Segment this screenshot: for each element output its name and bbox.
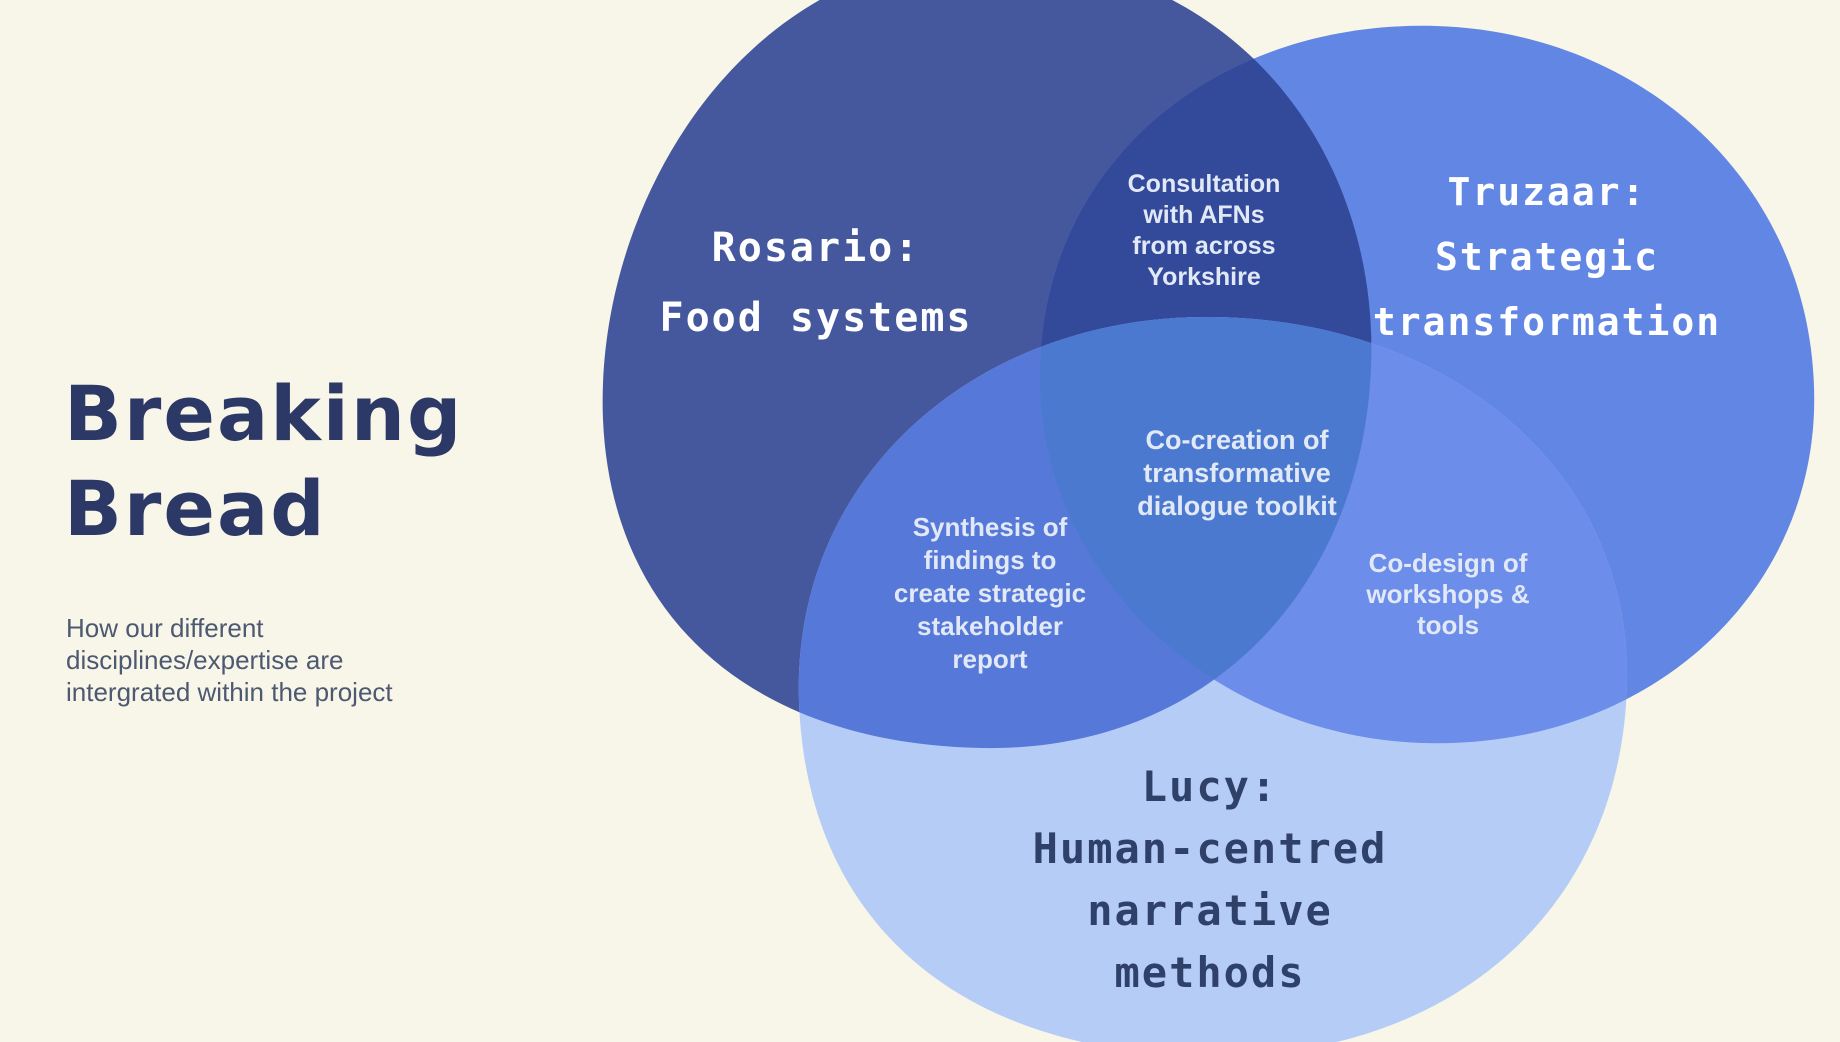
label-rosario: Rosario: Food systems bbox=[660, 213, 973, 353]
label-lucy-line: Lucy: bbox=[1141, 762, 1279, 811]
label-overlap-center: Co-creation of transformative dialogue t… bbox=[1137, 424, 1337, 523]
label-overlap-truzaar-lucy: Co-design of workshops & tools bbox=[1366, 548, 1529, 641]
label-rosario-line: Food systems bbox=[659, 295, 973, 341]
label-truzaar-line: Truzaar: bbox=[1447, 170, 1647, 214]
overlap-label-line: Co-creation of bbox=[1145, 425, 1329, 455]
overlap-label-line: create strategic bbox=[893, 578, 1087, 608]
label-overlap-rosario-lucy: Synthesis of findings to create strategi… bbox=[894, 511, 1086, 676]
overlap-label-line: Synthesis of bbox=[912, 512, 1068, 542]
overlap-label-line: transformative bbox=[1143, 458, 1331, 488]
label-lucy: Lucy: Human-centred narrative methods bbox=[1033, 756, 1388, 1004]
overlap-label-line: Yorkshire bbox=[1147, 263, 1261, 291]
page-subtitle: How our different disciplines/expertise … bbox=[66, 612, 393, 708]
overlap-label-line: from across bbox=[1132, 232, 1276, 260]
label-truzaar-line: Strategic bbox=[1435, 235, 1659, 279]
label-lucy-line: methods bbox=[1114, 948, 1306, 997]
label-lucy-line: Human-centred bbox=[1032, 824, 1388, 873]
overlap-label-line: dialogue toolkit bbox=[1137, 491, 1337, 521]
label-truzaar-line: transformation bbox=[1372, 300, 1722, 344]
page-subtitle-line: disciplines/expertise are bbox=[66, 645, 344, 675]
page-title-line: Breaking bbox=[64, 369, 464, 458]
overlap-label-line: Consultation bbox=[1127, 170, 1281, 198]
overlap-label-line: Co-design of bbox=[1368, 548, 1528, 578]
label-truzaar: Truzaar: Strategic transformation bbox=[1373, 160, 1721, 355]
page-subtitle-line: intergrated within the project bbox=[66, 677, 393, 707]
page-subtitle-line: How our different bbox=[66, 613, 264, 643]
overlap-label-line: findings to bbox=[923, 545, 1057, 575]
page-title: Breaking Bread bbox=[64, 366, 463, 556]
overlap-label-line: with AFNs bbox=[1143, 201, 1265, 229]
label-rosario-line: Rosario: bbox=[711, 225, 921, 271]
page-title-line: Bread bbox=[64, 464, 327, 553]
overlap-label-line: report bbox=[952, 644, 1028, 674]
label-lucy-line: narrative bbox=[1087, 886, 1333, 935]
label-overlap-rosario-truzaar: Consultation with AFNs from across Yorks… bbox=[1128, 169, 1281, 293]
overlap-label-line: workshops & bbox=[1366, 579, 1530, 609]
overlap-label-line: stakeholder bbox=[917, 611, 1063, 641]
overlap-label-line: tools bbox=[1416, 610, 1480, 640]
